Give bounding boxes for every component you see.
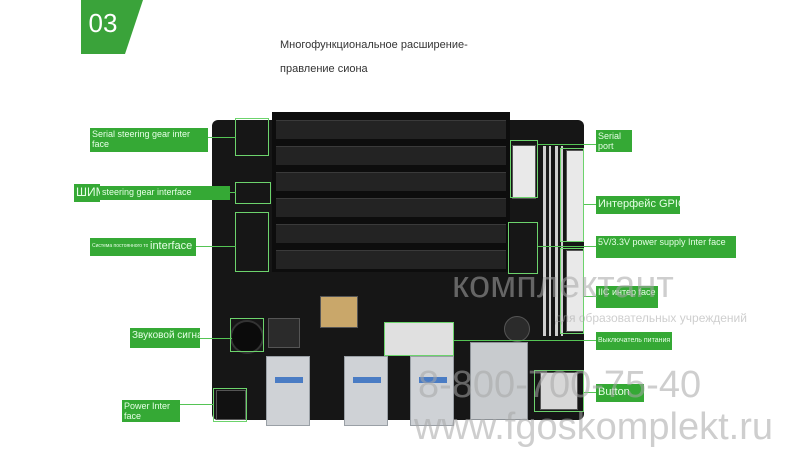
gpio-header [555,146,563,336]
label-buzzer: Звуковой сигнал [130,328,200,348]
leader-line [208,137,236,138]
leader-line [230,192,236,193]
power-jack [216,390,246,420]
label-serial-port: Serial port [596,130,632,152]
iic-outline [560,248,584,334]
power-interface-outline [213,388,247,422]
label-power-supply: 5V/3.3V power supply Inter face [596,236,736,258]
power-switch-outline [384,322,454,356]
power-module [320,296,358,328]
watermark-phone: 8-800-700-75-40 [418,364,702,406]
pwm-connector [235,182,271,204]
serial-steering-connector [235,118,269,156]
capacitor [504,316,530,342]
watermark-site: www.fgoskomplekt.ru [414,406,774,448]
dc-interface-connector [235,212,269,272]
ethernet-port [470,342,528,420]
button-outline [534,370,584,412]
label-serial-steering-gear: Serial steering gear inter face [90,128,208,152]
label-power-switch: Выключатель питания [596,332,672,350]
leader-line [538,144,596,145]
buzzer-part [230,320,264,354]
section-number: 03 [88,8,118,38]
buzzer-outline [230,318,264,352]
label-gpio: Интерфейс GPIO [596,196,680,214]
section-badge-tail [125,0,143,54]
label-power-interface: Power Inter face [122,400,180,422]
page-title-line-1: Многофункциональное расширение- [280,39,468,51]
label-pwm-prefix: ШИМ [74,184,100,202]
leader-line [584,204,596,205]
watermark-subtitle: для образовательных учреждений [555,311,747,325]
serial-connector [512,145,536,199]
heatsink-fin [276,224,506,243]
usb-port [344,356,388,426]
serial-port-outline [510,140,538,198]
leader-line [584,296,596,297]
label-pwm-steering-gear: steering gear interface [100,186,230,200]
leader-line [538,246,596,247]
section-badge: 03 [81,0,125,54]
leader-line [180,404,214,405]
label-dc-interface-small: Система постоянного тока [90,238,148,256]
driver-chip [268,318,300,348]
gpio-header [543,146,551,336]
power-supply-outline [508,222,538,274]
heatsink-fin [276,198,506,217]
label-dc-interface: interface [148,238,196,256]
heatsink-fin [276,120,506,139]
usb-port [266,356,310,426]
button-part [540,372,578,410]
leader-line [200,338,232,339]
leader-line [196,246,236,247]
label-iic: IIC интер face [596,286,658,308]
heatsink-fin [276,172,506,191]
leader-line [454,340,596,341]
usb-port [410,356,454,426]
heatsink-fin [276,250,506,269]
label-button: Button [596,384,644,402]
gpio-outline [560,148,584,242]
watermark-brand: комплектант [452,264,674,306]
leader-line [584,392,596,393]
page-title-line-2: правление сиона [280,63,368,75]
heatsink-fin [276,146,506,165]
